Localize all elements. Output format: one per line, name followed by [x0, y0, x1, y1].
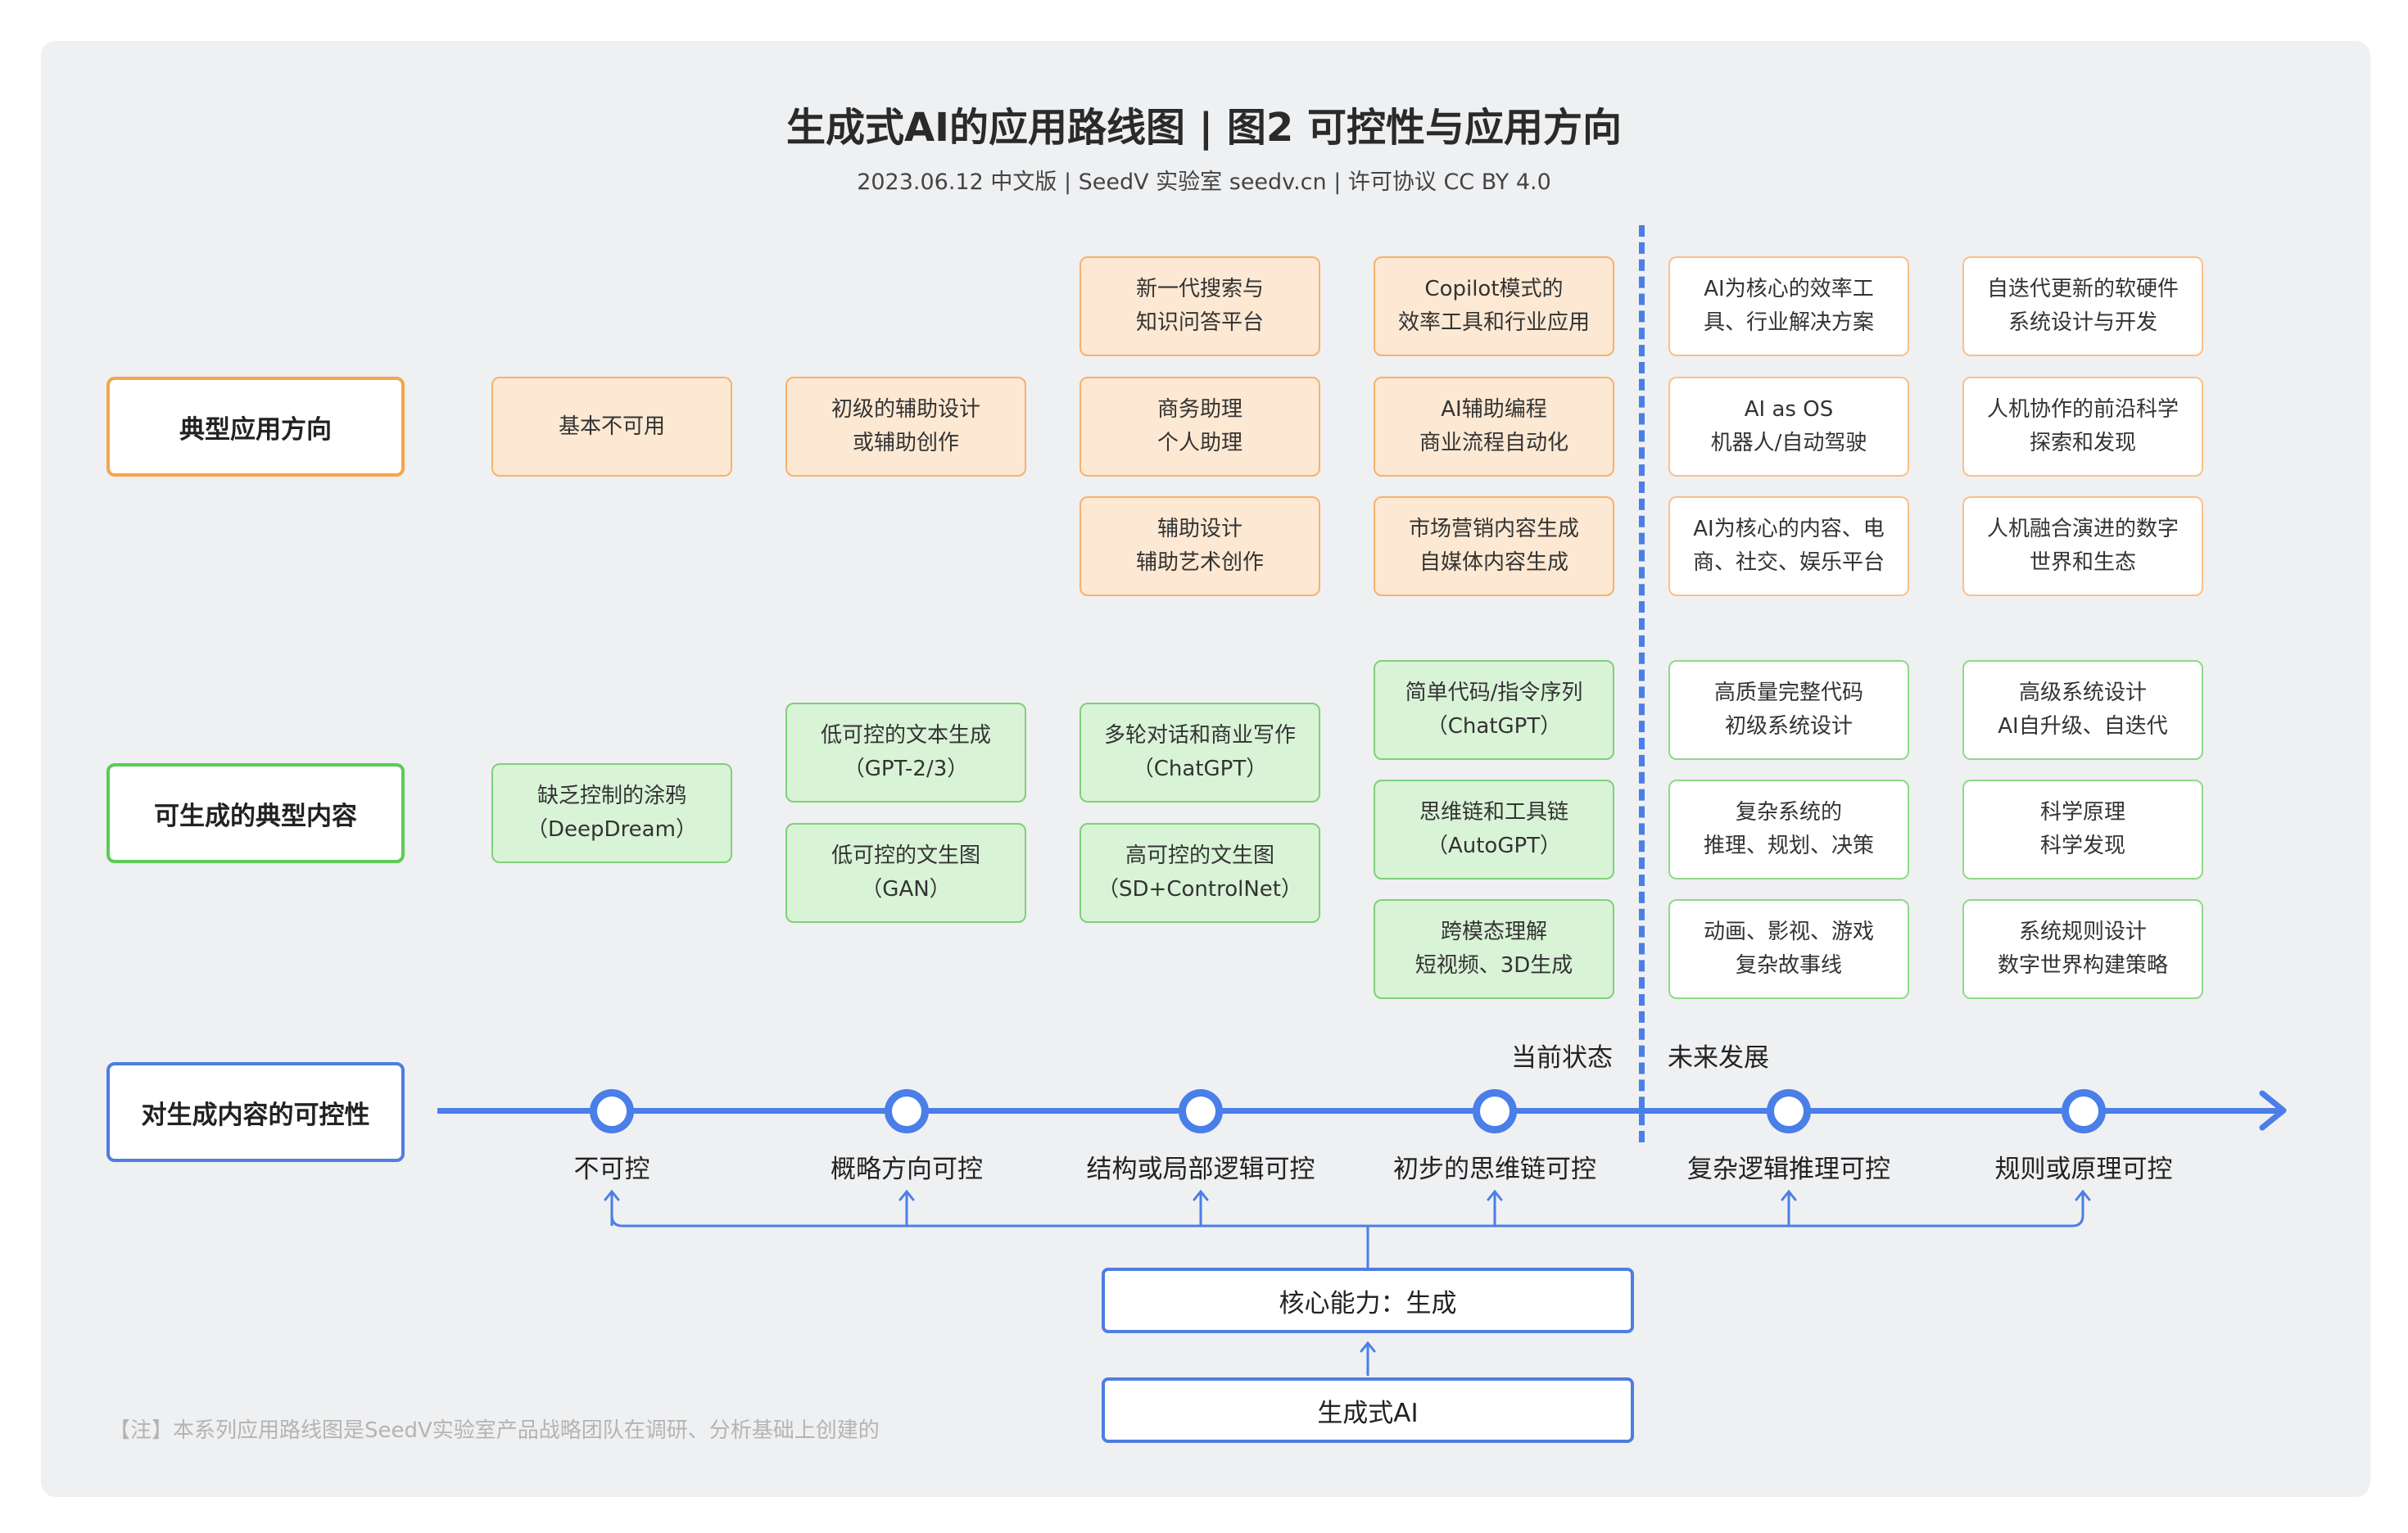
content-box-col5-2: 复杂系统的 推理、规划、决策 — [1668, 780, 1909, 880]
page-title: 生成式AI的应用路线图 | 图2 可控性与应用方向 — [785, 105, 1623, 151]
app-box-col3-2: 商务助理 个人助理 — [1080, 377, 1320, 477]
row-label-controllability: 对生成内容的可控性 — [106, 1062, 405, 1162]
content-box-col3-1: 多轮对话和商业写作 （ChatGPT） — [1080, 703, 1320, 803]
app-box-col6-1: 自迭代更新的软硬件 系统设计与开发 — [1962, 256, 2203, 356]
content-box-col4-3: 跨模态理解 短视频、3D生成 — [1374, 899, 1614, 999]
app-box-col6-2: 人机协作的前沿科学 探索和发现 — [1962, 377, 2203, 477]
control-level-2: 概略方向可控 — [831, 1155, 983, 1184]
content-box-col1-1: 缺乏控制的涂鸦 （DeepDream） — [491, 763, 732, 863]
state-current-label: 当前状态 — [1511, 1043, 1613, 1073]
content-box-col4-2: 思维链和工具链 （AutoGPT） — [1374, 780, 1614, 880]
app-box-col4-1: Copilot模式的 效率工具和行业应用 — [1374, 256, 1614, 356]
content-box-col6-2: 科学原理 科学发现 — [1962, 780, 2203, 880]
content-box-col2-1: 低可控的文本生成 （GPT-2/3） — [785, 703, 1026, 803]
app-box-col5-3: AI为核心的内容、电 商、社交、娱乐平台 — [1668, 496, 1909, 596]
current-future-divider — [1639, 225, 1645, 1142]
content-box-col4-1: 简单代码/指令序列 （ChatGPT） — [1374, 660, 1614, 760]
content-box-col6-1: 高级系统设计 AI自升级、自迭代 — [1962, 660, 2203, 760]
app-box-col4-2: AI辅助编程 商业流程自动化 — [1374, 377, 1614, 477]
control-level-5: 复杂逻辑推理可控 — [1687, 1155, 1890, 1184]
page-subtitle: 2023.06.12 中文版 | SeedV 实验室 seedv.cn | 许可… — [857, 170, 1551, 195]
generative-ai-box: 生成式AI — [1102, 1377, 1634, 1443]
control-level-6: 规则或原理可控 — [1994, 1155, 2173, 1184]
content-box-col3-2: 高可控的文生图 （SD+ControlNet） — [1080, 823, 1320, 923]
axis-node-5 — [1767, 1089, 1811, 1133]
core-capability-box: 核心能力：生成 — [1102, 1268, 1634, 1333]
control-level-1: 不可控 — [573, 1155, 650, 1184]
app-box-col6-3: 人机融合演进的数字 世界和生态 — [1962, 496, 2203, 596]
footnote: 【注】本系列应用路线图是SeedV实验室产品战略团队在调研、分析基础上创建的 — [109, 1418, 880, 1443]
axis-node-6 — [2062, 1089, 2106, 1133]
axis-node-3 — [1179, 1089, 1223, 1133]
axis-node-4 — [1473, 1089, 1517, 1133]
control-level-4: 初步的思维链可控 — [1393, 1155, 1596, 1184]
axis-node-1 — [590, 1089, 634, 1133]
app-box-col4-3: 市场营销内容生成 自媒体内容生成 — [1374, 496, 1614, 596]
row-label-applications: 典型应用方向 — [106, 377, 405, 477]
axis-node-2 — [885, 1089, 929, 1133]
app-box-col3-1: 新一代搜索与 知识问答平台 — [1080, 256, 1320, 356]
axis-arrowhead-icon — [2259, 1090, 2287, 1131]
content-box-col5-1: 高质量完整代码 初级系统设计 — [1668, 660, 1909, 760]
control-level-3: 结构或局部逻辑可控 — [1086, 1155, 1315, 1184]
content-box-col6-3: 系统规则设计 数字世界构建策略 — [1962, 899, 2203, 999]
app-box-col1-1: 基本不可用 — [491, 377, 732, 477]
state-future-label: 未来发展 — [1668, 1043, 1769, 1073]
app-box-col5-2: AI as OS 机器人/自动驾驶 — [1668, 377, 1909, 477]
app-box-col2-1: 初级的辅助设计 或辅助创作 — [785, 377, 1026, 477]
controllability-axis — [437, 1108, 2280, 1114]
content-box-col2-2: 低可控的文生图 （GAN） — [785, 823, 1026, 923]
content-box-col5-3: 动画、影视、游戏 复杂故事线 — [1668, 899, 1909, 999]
app-box-col5-1: AI为核心的效率工 具、行业解决方案 — [1668, 256, 1909, 356]
app-box-col3-3: 辅助设计 辅助艺术创作 — [1080, 496, 1320, 596]
row-label-contents: 可生成的典型内容 — [106, 763, 405, 863]
